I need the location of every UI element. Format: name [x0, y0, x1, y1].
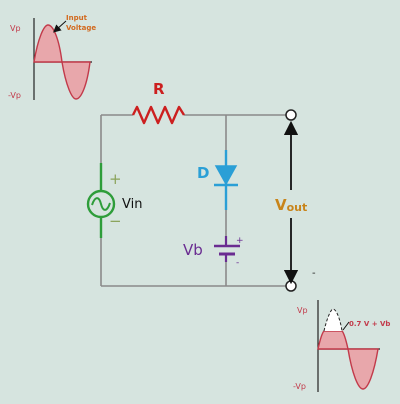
- output-clip-label: 0.7 V + Vb: [349, 320, 390, 328]
- input-vp-label: Vp: [10, 24, 21, 33]
- diode-triangle: [214, 165, 238, 186]
- diode: D: [197, 150, 238, 210]
- diode-label: D: [197, 164, 209, 182]
- source-minus-sign: −: [109, 212, 122, 230]
- circuit-wires: [100, 114, 286, 287]
- resistor: R: [131, 80, 186, 125]
- input-annotation-arrow: [53, 20, 67, 33]
- output-vp-label: Vp: [297, 306, 308, 315]
- battery-label: Vb: [183, 241, 203, 259]
- output-waveform-graph: 0.7 V + Vb Vp -Vp: [293, 300, 390, 392]
- output-terminal-bottom: [285, 280, 297, 292]
- battery: + - Vb: [183, 236, 244, 268]
- resistor-label: R: [153, 80, 165, 98]
- output-clip-pointer: [342, 321, 350, 331]
- output-neg-vp-label: -Vp: [293, 382, 306, 391]
- battery-plus-sign: +: [236, 236, 244, 246]
- input-waveform-graph: Vp -Vp Input Voltage: [8, 14, 96, 100]
- input-neg-vp-label: -Vp: [8, 91, 21, 100]
- input-negative-half-wave: [61, 61, 91, 100]
- output-terminal-top: [285, 109, 297, 121]
- output-label: Vout: [275, 196, 307, 214]
- source-circle: [86, 189, 116, 219]
- output-terminals: Vout -: [275, 109, 316, 292]
- input-annotation-line1: Input: [66, 14, 88, 22]
- battery-minus-sign: -: [236, 258, 239, 268]
- source-plus-sign: +: [109, 170, 122, 188]
- output-label-main: V: [275, 196, 287, 214]
- sine-icon: [91, 197, 111, 211]
- output-clipped-positive-wave: [317, 330, 349, 350]
- output-minus-sign: -: [312, 268, 316, 279]
- ac-source: + − Vin: [86, 163, 142, 238]
- input-positive-half-wave: [33, 24, 63, 63]
- output-label-sub: out: [287, 201, 308, 214]
- output-clipped-portion: [323, 308, 343, 332]
- source-label: Vin: [122, 197, 142, 212]
- resistor-zigzag: [131, 105, 186, 125]
- output-negative-half-wave: [347, 348, 379, 390]
- input-annotation-line2: Voltage: [66, 24, 96, 32]
